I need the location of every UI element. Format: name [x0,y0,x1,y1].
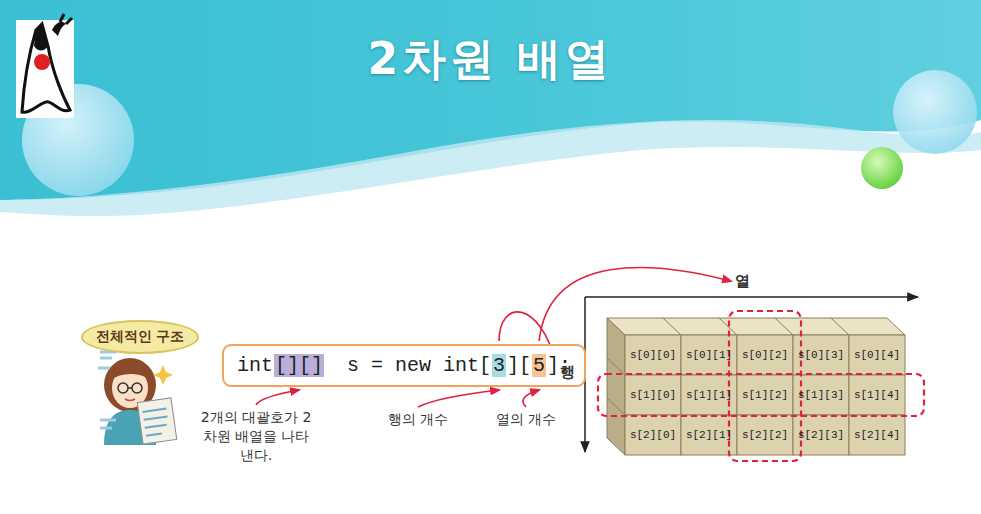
array-cell: s[2][2] [737,415,793,455]
code-token: 5 [532,354,546,377]
code-box: int[][]s = new int[3][5]; [222,344,586,387]
grid-cell-faces [625,335,905,455]
array-cell: s[1][3] [793,375,849,415]
girl-illustration [98,352,177,445]
annotation: 행의 개수 [378,410,458,429]
array-cell: s[2][1] [681,415,737,455]
drawing-part [137,398,177,444]
speech-bubble: 전체적인 구조 [81,320,200,354]
cell-label: s[1][4] [854,389,900,401]
array-cell: s[2][4] [849,415,905,455]
cell-label: s[0][0] [630,349,676,361]
drawing-part [607,318,625,455]
array-cell: s[1][1] [681,375,737,415]
cell-label: s[2][4] [854,429,900,441]
cell-label: s[0][1] [686,349,732,361]
drawing-part [98,352,116,428]
drawing-part [849,335,905,375]
bubble-text: 전체적인 구조 [96,328,185,346]
drawing-part [861,147,903,189]
leader-arrow [418,390,499,407]
drawing-part [52,22,66,36]
cell-label: s[1][0] [630,389,676,401]
leader-arrow [539,267,731,341]
drawing-part [625,415,681,455]
drawing-part [625,375,681,415]
dashed-highlights [598,311,924,461]
cell-label: s[0][2] [742,349,788,361]
drawing-part [34,24,48,51]
drawing-part [737,415,793,455]
axis-label: 행 [560,362,584,382]
drawing-part [849,415,905,455]
cell-label: s[1][1] [686,389,732,401]
cell-label: s[0][3] [798,349,844,361]
drawing-part [34,54,50,70]
drawing-part [22,24,70,112]
leader-arrow [523,390,539,407]
drawing-part [737,375,793,415]
drawing-part [849,375,905,415]
array-cell: s[2][3] [793,415,849,455]
axis-label: 열 [735,271,759,291]
duke-icon [16,14,74,118]
annotation: 열의 개수 [486,410,566,429]
code-token: int [236,354,274,377]
code-token: 3 [492,354,506,377]
cell-label: s[2][3] [798,429,844,441]
array-cell: s[0][1] [681,335,737,375]
drawing-part [16,20,74,118]
array-cell: s[1][4] [849,375,905,415]
drawing-part [0,0,981,200]
cell-label: s[0][4] [854,349,900,361]
cell-label: s[2][1] [686,429,732,441]
array-cell: s[0][4] [849,335,905,375]
array-cell: s[0][0] [625,335,681,375]
code-token: [][] [274,354,324,377]
drawing-part [585,296,918,298]
drawing-part [625,335,681,375]
annotation: 2개의 대괄호가 2차원 배열을 나타낸다. [196,408,316,465]
drawing-part [153,365,173,385]
drawing-part [893,70,977,154]
array-cell: s[1][0] [625,375,681,415]
drawing-part [0,120,981,216]
drawing-part [125,399,135,401]
drawing-part [729,311,801,461]
array-cell: s[0][3] [793,335,849,375]
drawing-part [118,383,128,393]
array-cell: s[0][2] [737,335,793,375]
code-token: ][ [506,354,532,377]
drawing-part [143,409,170,436]
array-cell: s[1][2] [737,375,793,415]
drawing-part [607,318,905,335]
leader-arrow [256,390,299,405]
drawing-part [737,335,793,375]
cell-label: s[2][0] [630,429,676,441]
cell-label: s[1][3] [798,389,844,401]
header-band [0,0,981,216]
code-token: s = new int[ [346,354,492,377]
slide-title: 2차원 배열 [0,30,981,89]
drawing-part [60,14,72,24]
decor-bubbles [22,70,977,196]
cell-label: s[2][2] [742,429,788,441]
drawing-part [128,387,132,389]
drawing-part [598,374,924,416]
array-cell: s[2][0] [625,415,681,455]
cell-label: s[1][2] [742,389,788,401]
drawing-part [110,366,150,380]
drawing-part [132,383,142,393]
grid-3d-faces [607,318,905,455]
